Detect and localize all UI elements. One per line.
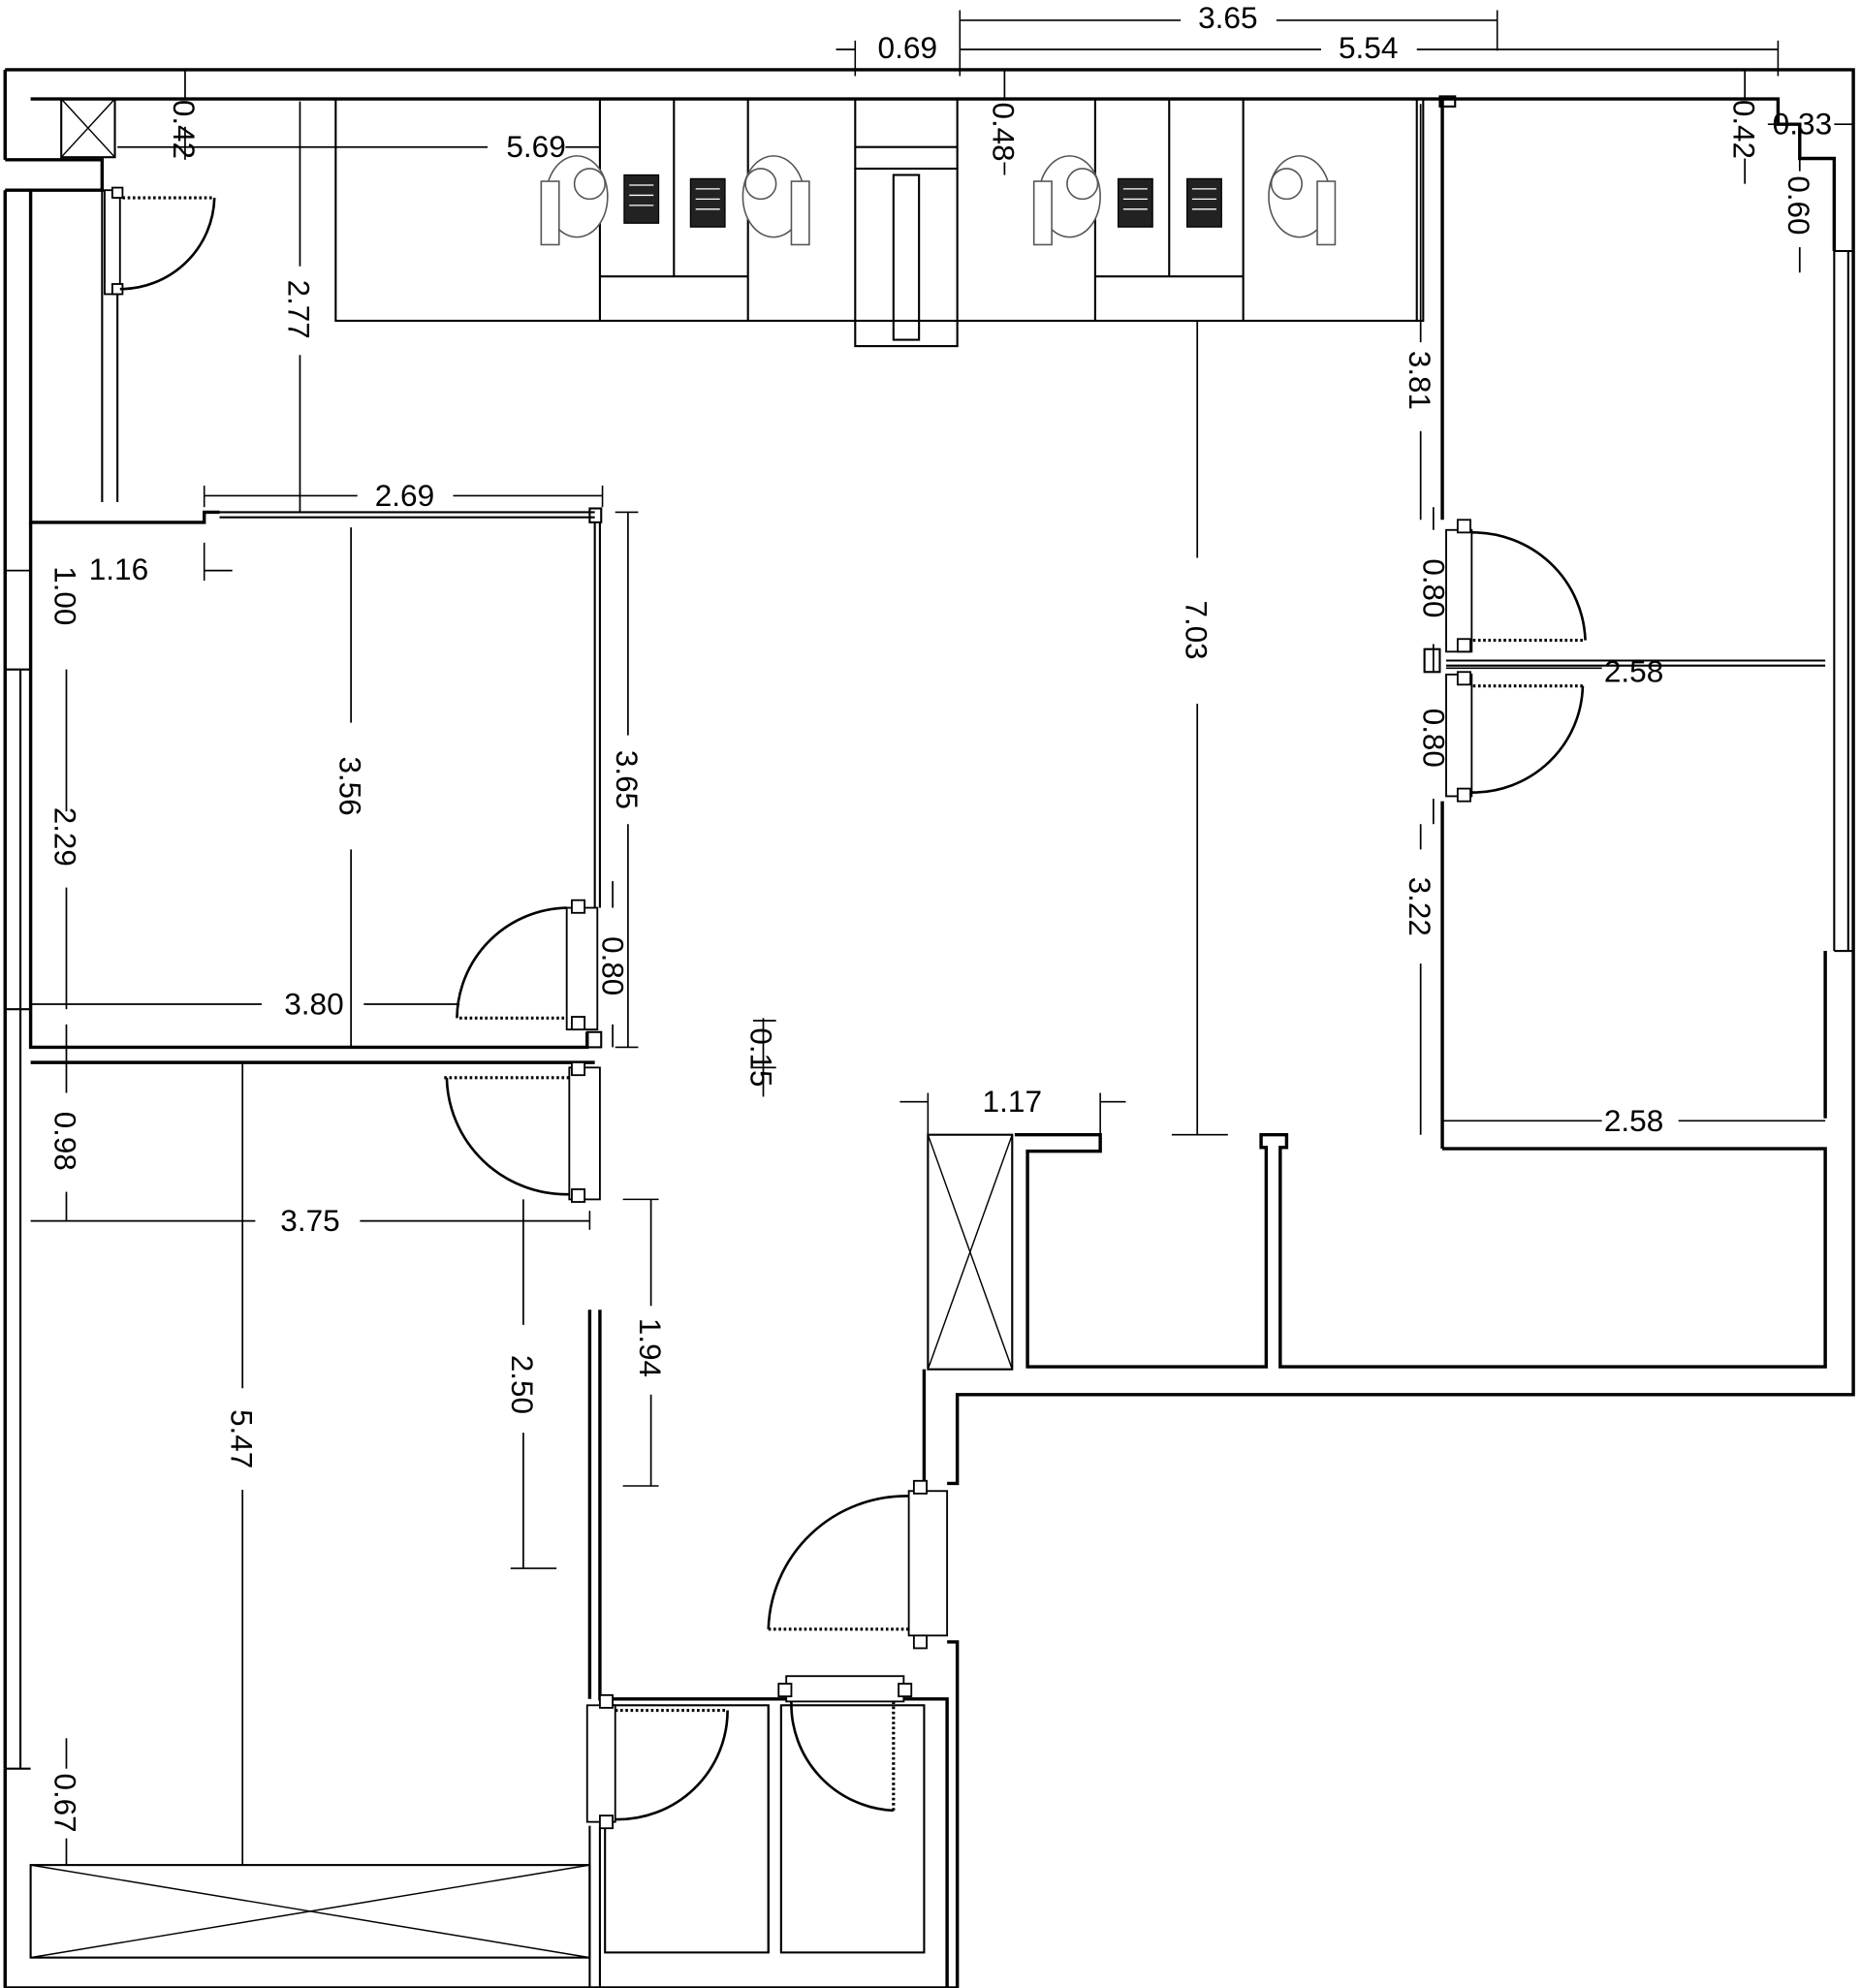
person-icon-4 <box>1268 155 1337 246</box>
dim-corridor-5-69: 5.69 <box>506 129 565 164</box>
dim-right-0-42: 0.42 <box>1726 100 1761 159</box>
dim-center-7-03: 7.03 <box>1179 601 1214 660</box>
person-icon-3 <box>1032 155 1101 246</box>
dim-room-5-47: 5.47 <box>224 1409 259 1468</box>
entry-shaft <box>60 97 116 159</box>
dim-top-0-69: 0.69 <box>878 30 937 65</box>
door-office-left[interactable] <box>456 899 599 1031</box>
dim-right-2-58-b: 2.58 <box>1604 1103 1663 1138</box>
door-right-upper[interactable] <box>1445 519 1587 653</box>
outer-walls <box>3 68 1855 1988</box>
bottom-left-room <box>29 1310 949 1988</box>
dim-right-0-60: 0.60 <box>1782 175 1816 235</box>
door-room-bottom-left[interactable] <box>444 1061 601 1203</box>
dim-room-1-94: 1.94 <box>633 1318 668 1377</box>
dim-room-2-50: 2.50 <box>505 1355 540 1414</box>
dim-office-1-00: 1.00 <box>48 566 83 625</box>
dim-wall-0-15: 0.15 <box>743 1027 778 1087</box>
dim-right-2-58-a: 2.58 <box>1604 654 1663 689</box>
inner-wall-face <box>28 97 1854 1484</box>
dim-corridor-2-77: 2.77 <box>282 280 317 339</box>
central-core <box>927 1133 1014 1371</box>
dim-right-door-0-80-b: 0.80 <box>1416 709 1451 768</box>
dim-office-1-16: 1.16 <box>89 552 148 586</box>
laptop-icon-2 <box>689 177 726 228</box>
dim-office-3-56: 3.56 <box>332 756 367 815</box>
door-main-entrance[interactable] <box>767 1479 949 1650</box>
person-icon-2 <box>741 155 810 246</box>
dim-office-door-0-80: 0.80 <box>596 936 631 995</box>
person-icon-1 <box>540 155 609 246</box>
dimension-lines <box>5 10 1854 1866</box>
laptop-icon-3 <box>1117 177 1153 228</box>
dimension-labels: 3.65 0.69 5.54 0.42 5.69 0.48 0.42 0.33 … <box>48 0 1833 1833</box>
dim-office-3-65: 3.65 <box>610 750 645 809</box>
dim-office-2-69: 2.69 <box>375 478 434 513</box>
dim-right-3-22: 3.22 <box>1403 877 1437 936</box>
dim-entry-0-42: 0.42 <box>167 100 202 159</box>
dim-right-0-33: 0.33 <box>1773 107 1832 142</box>
door-right-lower[interactable] <box>1445 671 1585 803</box>
right-rooms <box>1423 99 1826 1150</box>
dim-core-1-17: 1.17 <box>983 1084 1042 1119</box>
dim-office-3-80: 3.80 <box>284 987 343 1022</box>
dim-desk-0-48: 0.48 <box>987 102 1022 161</box>
dim-top-5-54: 5.54 <box>1339 30 1398 65</box>
dim-right-door-0-80-a: 0.80 <box>1416 558 1451 617</box>
dim-room-3-75: 3.75 <box>280 1203 339 1238</box>
door-entry[interactable] <box>104 186 216 296</box>
dim-room-0-98: 0.98 <box>48 1112 83 1171</box>
dim-right-3-81: 3.81 <box>1403 351 1437 410</box>
desk-row <box>334 95 1457 348</box>
door-wc-right[interactable] <box>777 1675 913 1813</box>
desk-furniture <box>540 155 1337 246</box>
dim-top-3-65: 3.65 <box>1198 0 1257 35</box>
laptop-icon-4 <box>1186 177 1222 228</box>
door-wc-left[interactable] <box>585 1693 729 1830</box>
dim-office-2-29: 2.29 <box>48 807 83 867</box>
laptop-icon-1 <box>623 174 660 224</box>
dim-room-0-67: 0.67 <box>48 1773 83 1832</box>
left-office <box>5 501 603 1064</box>
